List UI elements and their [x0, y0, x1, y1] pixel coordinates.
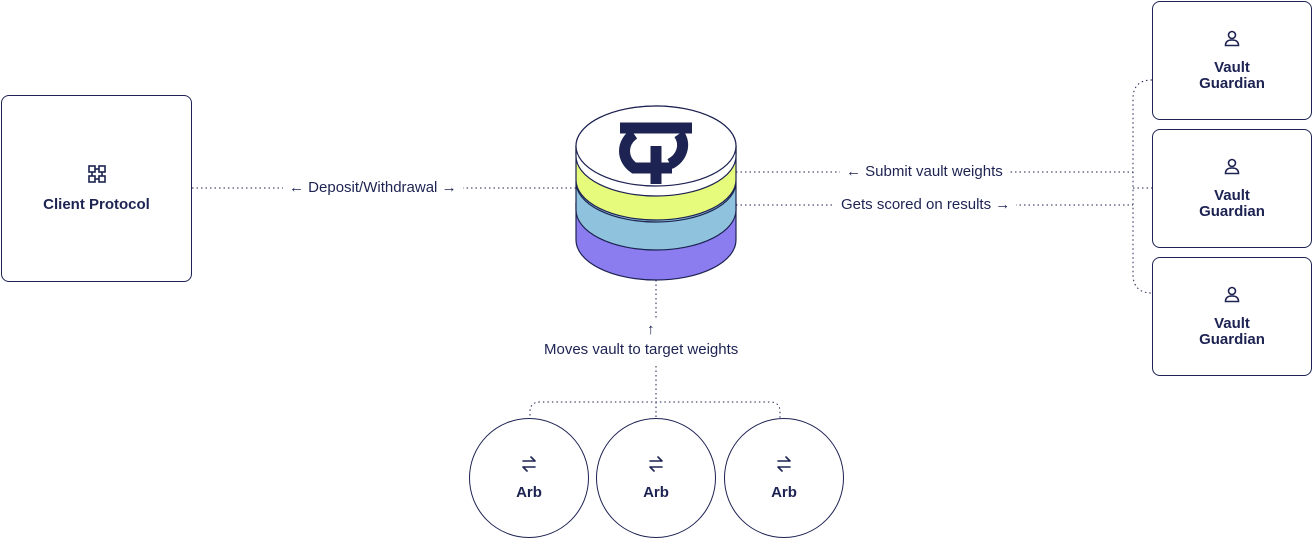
- grid-icon: [87, 164, 107, 189]
- deposit-text: Deposit/Withdrawal: [308, 179, 438, 196]
- arb-node[interactable]: Arb: [596, 418, 716, 538]
- vault-logo-icon: [619, 122, 692, 184]
- client-protocol-box[interactable]: Client Protocol: [1, 95, 192, 282]
- swap-arrows-icon: [520, 455, 538, 478]
- arb-label: Arb: [643, 484, 669, 501]
- client-protocol-label: Client Protocol: [43, 196, 150, 213]
- arb-node[interactable]: Arb: [724, 418, 844, 538]
- arb-node[interactable]: Arb: [469, 418, 589, 538]
- scored-text: Gets scored on results: [841, 196, 992, 213]
- guardian-line2: Guardian: [1199, 331, 1265, 348]
- submit-text: Submit vault weights: [865, 163, 1003, 180]
- user-icon: [1223, 157, 1241, 180]
- vault-guardian-box[interactable]: Vault Guardian: [1152, 1, 1312, 120]
- guardian-line1: Vault: [1214, 187, 1250, 204]
- up-arrow-icon: ↑: [643, 321, 659, 339]
- user-icon: [1223, 29, 1241, 52]
- guardian-bracket: [1132, 79, 1153, 294]
- arrow-right-icon: →: [995, 196, 1011, 213]
- arrow-left-icon: ←: [289, 179, 304, 196]
- swap-arrows-icon: [775, 455, 793, 478]
- arb-bracket: [529, 401, 781, 420]
- vault-guardian-box[interactable]: Vault Guardian: [1152, 257, 1312, 376]
- arb-label: Arb: [516, 484, 542, 501]
- arb-label: Arb: [771, 484, 797, 501]
- guardian-line2: Guardian: [1199, 75, 1265, 92]
- moves-label: Moves vault to target weights: [538, 341, 745, 359]
- guardian-line2: Guardian: [1199, 203, 1265, 220]
- vault-guardian-box[interactable]: Vault Guardian: [1152, 129, 1312, 248]
- arrow-left-icon: ←: [846, 163, 861, 180]
- guardian-line1: Vault: [1214, 315, 1250, 332]
- scored-label: Gets scored on results →: [835, 196, 1017, 214]
- submit-label: ← Submit vault weights: [840, 163, 1009, 181]
- swap-arrows-icon: [647, 455, 665, 478]
- deposit-label: ← Deposit/Withdrawal →: [283, 179, 463, 197]
- guardian-line1: Vault: [1214, 59, 1250, 76]
- vault-stack[interactable]: [574, 98, 738, 282]
- user-icon: [1223, 285, 1241, 308]
- arrow-right-icon: →: [441, 179, 457, 196]
